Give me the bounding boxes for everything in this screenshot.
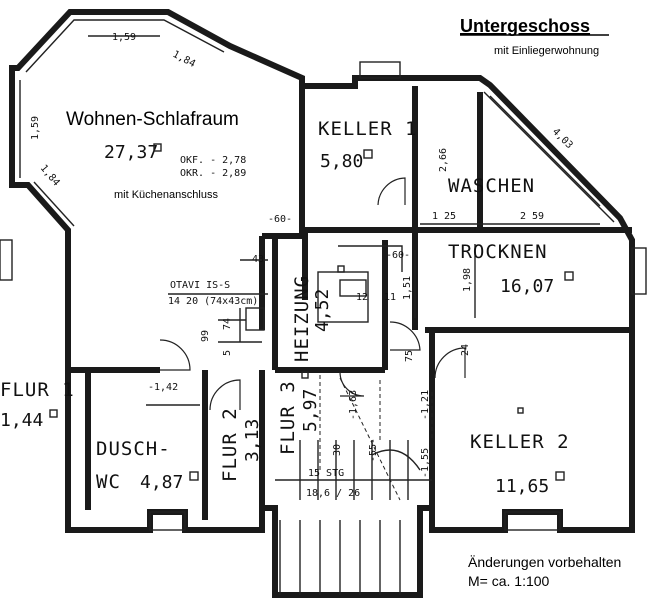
- dim-11: 11: [384, 292, 396, 303]
- dim-12: 12: [356, 292, 368, 303]
- dim-1-55: -1,55: [420, 448, 431, 478]
- room-label-keller1: KELLER 1: [318, 118, 418, 140]
- okr-label: OKR. - 2,89: [180, 168, 246, 179]
- dim-1-63: -1,63: [348, 390, 359, 420]
- area-keller2: 11,65: [495, 476, 549, 497]
- room-label-flur3: FLUR 3: [277, 380, 299, 455]
- dim-1-98: 1,98: [462, 268, 473, 292]
- dim-1-84-right: 1,84: [171, 49, 197, 70]
- room-label-flur2: FLUR 2: [219, 407, 241, 482]
- windows: [0, 61, 647, 531]
- dim-1-25: 1 25: [432, 211, 456, 222]
- dim-24: 24: [460, 344, 471, 356]
- changes-reserved-note: Änderungen vorbehalten: [468, 554, 621, 570]
- room-label-wohnen: Wohnen-Schlafraum: [66, 109, 239, 130]
- dim-60-a: -60-: [268, 214, 292, 225]
- dim-55: -55-: [368, 438, 379, 462]
- plan-title: Untergeschoss: [460, 16, 590, 36]
- dim-1-59-left: 1,59: [30, 116, 41, 140]
- stair-rise: 18,6 / 26: [306, 488, 360, 499]
- dim-2-59: 2 59: [520, 211, 544, 222]
- room-label-wc: WC: [96, 471, 121, 493]
- plan-subtitle: mit Einliegerwohnung: [494, 45, 599, 57]
- area-keller1: 5,80: [320, 151, 363, 172]
- dim-2-66: 2,66: [438, 148, 449, 172]
- area-dusch: 4,87: [140, 472, 183, 493]
- dim-1-84-left: 1,84: [38, 163, 62, 189]
- boiler-label: OTAVI IS-S: [170, 280, 230, 291]
- dim-43: 43: [252, 254, 264, 265]
- boiler: [168, 293, 268, 343]
- dim-30: 30: [332, 444, 343, 456]
- dim-1-42: -1,42: [148, 382, 178, 393]
- area-flur2: 3,13: [242, 419, 263, 462]
- room-label-waschen: WASCHEN: [448, 175, 535, 197]
- room-label-flur1: FLUR 1: [0, 379, 75, 401]
- dim-74: 74: [222, 318, 233, 330]
- boiler-dims: 14 20 (74x43cm): [168, 296, 258, 307]
- dim-99: 99: [200, 330, 211, 342]
- room-label-dusch: DUSCH-: [96, 438, 171, 460]
- dim-1-51: 1,51: [402, 276, 413, 300]
- staircase: [275, 375, 432, 595]
- scale-note: M= ca. 1:100: [468, 573, 550, 589]
- dim-5: 5: [222, 350, 233, 356]
- stair-count: 15 STG: [308, 468, 344, 479]
- area-heizung: 4,52: [312, 289, 333, 332]
- room-note-kueche: mit Küchenanschluss: [114, 189, 218, 201]
- area-trocknen: 16,07: [500, 276, 554, 297]
- area-wohnen: 27,37: [104, 142, 158, 163]
- room-label-heizung: HEIZUNG: [291, 275, 313, 362]
- area-flur1: 1,44: [0, 410, 43, 431]
- dim-60-b: -60-: [386, 250, 410, 261]
- interior-walls: [68, 86, 632, 520]
- dim-1-21: -1,21: [420, 390, 431, 420]
- room-label-keller2: KELLER 2: [470, 431, 570, 453]
- area-flur3: 5,97: [300, 389, 321, 432]
- room-label-trocknen: TROCKNEN: [448, 241, 548, 263]
- dim-1-59-top: 1,59: [112, 32, 136, 43]
- okf-label: OKF. - 2,78: [180, 155, 246, 166]
- dimension-lines: [88, 35, 601, 440]
- dim-75: 75: [404, 350, 415, 362]
- doors: [159, 177, 466, 411]
